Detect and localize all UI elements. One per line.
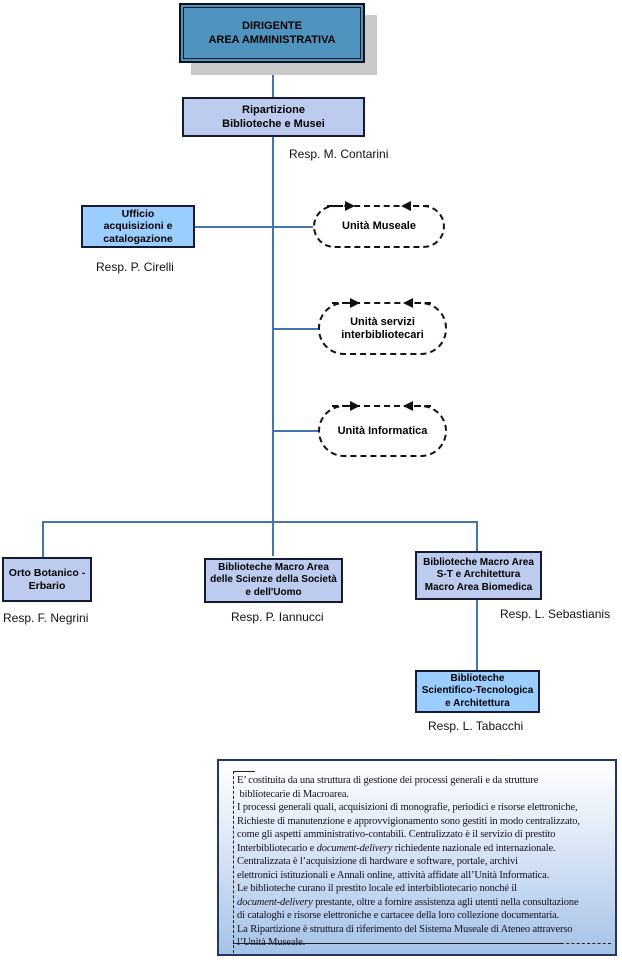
node-unita-informatica: Unità Informatica <box>318 401 447 457</box>
annotation-line: di cataloghi e risorse elettroniche e ca… <box>237 910 560 921</box>
macro-societa-label-line1: Biblioteche Macro Area <box>218 561 329 573</box>
arrow-dash <box>415 405 431 407</box>
dirigente-label-line2: AREA AMMINISTRATIVA <box>208 34 336 46</box>
dashed-arrow-right-icon <box>327 201 355 211</box>
annotation-line: E’ costituita da una struttura di gestio… <box>237 775 539 786</box>
dashed-arrow-right-icon <box>332 298 360 308</box>
resp-negrini: Resp. F. Negrini <box>3 611 89 625</box>
annotation-line: bibliotecarie di Macroarea. <box>237 788 349 800</box>
ufficio-label-line1: Ufficio <box>121 207 155 220</box>
node-biblioteche-macro-societa: Biblioteche Macro Area delle Scienze del… <box>204 558 343 603</box>
macro-societa-label-line2: delle Scienze della Società <box>210 574 337 586</box>
callout-dashed-vertical <box>233 771 234 953</box>
connector-distribution-horizontal <box>42 521 478 523</box>
resp-cirelli: Resp. P. Cirelli <box>96 260 174 274</box>
connector-unita-servizi <box>273 328 318 330</box>
ufficio-label-line2: acquisizioni e <box>103 220 173 233</box>
dirigente-label-line1: DIRIGENTE <box>242 20 302 32</box>
connector-drop-macro-st <box>476 521 478 552</box>
resp-iannucci: Resp. P. Iannucci <box>231 610 324 624</box>
callout-bottom-line <box>233 943 561 944</box>
node-ripartizione: Ripartizione Biblioteche e Musei <box>182 97 365 137</box>
arrow-dash <box>415 302 431 304</box>
orto-label-line1: Orto Botanico - <box>8 566 86 579</box>
unita-servizi-label-line1: Unità servizi <box>350 315 415 328</box>
arrow-head-left <box>403 298 413 308</box>
annotation-line: elettronici istituzionali e Annali onlin… <box>237 869 550 881</box>
node-unita-museale: Unità Museale <box>313 201 445 248</box>
arrow-head-left <box>401 201 411 211</box>
arrow-head-right <box>350 401 360 411</box>
callout-bottom-dashed-line <box>561 943 611 944</box>
dashed-arrow-left-icon <box>403 401 431 411</box>
arrow-dash <box>332 405 348 407</box>
unita-servizi-label-line2: interbibliotecari <box>341 328 424 341</box>
ripartizione-label-line1: Ripartizione <box>242 104 305 116</box>
dashed-arrow-right-icon <box>332 401 360 411</box>
ufficio-label-line3: catalogazione <box>103 232 173 245</box>
unita-informatica-label: Unità Informatica <box>337 424 428 437</box>
annotation-text: E’ costituita da una struttura di gestio… <box>237 774 615 950</box>
st-arch-label-line3: e Architettura <box>445 697 510 709</box>
annotation-line: Interbibliotecario e document-delivery r… <box>237 842 556 854</box>
annotation-line: La Ripartizione è struttura di riferimen… <box>237 923 573 935</box>
resp-contarini: Resp. M. Contarini <box>289 147 389 161</box>
ripartizione-label-line2: Biblioteche e Musei <box>222 118 325 130</box>
annotation-line: Le biblioteche curano il prestito locale… <box>237 883 517 894</box>
arrow-head-right <box>345 201 355 211</box>
node-ufficio-acquisizioni: Ufficio acquisizioni e catalogazione <box>81 205 195 248</box>
annotation-line: l’Unità Museale. <box>237 937 306 948</box>
connector-ufficio-museale <box>195 226 313 228</box>
macro-societa-label-line3: e dell'Uomo <box>245 586 302 598</box>
macro-st-label-line3: Macro Area Biomedica <box>424 581 533 593</box>
annotation-line: I processi generali quali, acquisizioni … <box>237 802 578 813</box>
arrow-head-left <box>403 401 413 411</box>
arrow-dash <box>413 205 429 207</box>
annotation-line: come gli aspetti amministrativo-contabil… <box>237 829 556 840</box>
connector-main-vertical <box>272 136 274 556</box>
node-orto-botanico: Orto Botanico - Erbario <box>2 557 92 602</box>
resp-tabacchi: Resp. L. Tabacchi <box>428 719 524 733</box>
macro-st-label-line1: Biblioteche Macro Area <box>423 556 534 568</box>
arrow-dash <box>332 302 348 304</box>
annotation-line: Centralizzata è l’acquisizione di hardwa… <box>237 856 518 867</box>
description-callout: E’ costituita da una struttura di gestio… <box>217 759 617 956</box>
arrow-dash <box>327 205 343 207</box>
node-dirigente: DIRIGENTE AREA AMMINISTRATIVA <box>179 3 365 63</box>
connector-macrost-starch <box>476 600 478 670</box>
annotation-line: Richieste di manutenzione e approvvigion… <box>237 815 580 827</box>
unita-museale-label: Unità Museale <box>342 220 416 232</box>
st-arch-label-line1: Biblioteche <box>450 672 505 684</box>
macro-st-label-line2: S-T e Architettura <box>436 569 521 581</box>
connector-drop-orto <box>42 521 44 557</box>
orto-label-line2: Erbario <box>28 579 66 592</box>
resp-sebastianis: Resp. L. Sebastianis <box>500 607 611 621</box>
arrow-head-right <box>350 298 360 308</box>
connector-dirigente-ripartizione <box>272 63 274 97</box>
callout-top-tick <box>233 771 255 772</box>
annotation-line: document-delivery prestante, oltre a for… <box>237 896 579 908</box>
node-biblioteche-macro-st: Biblioteche Macro Area S-T e Architettur… <box>415 551 542 600</box>
dashed-arrow-left-icon <box>401 201 429 211</box>
dashed-arrow-left-icon <box>403 298 431 308</box>
node-biblioteche-scientifico-tecnologica: Biblioteche Scientifico-Tecnologica e Ar… <box>415 670 540 713</box>
node-unita-servizi-interbibliotecari: Unità servizi interbibliotecari <box>318 298 447 355</box>
connector-unita-informatica <box>273 430 318 432</box>
st-arch-label-line2: Scientifico-Tecnologica <box>421 685 534 697</box>
